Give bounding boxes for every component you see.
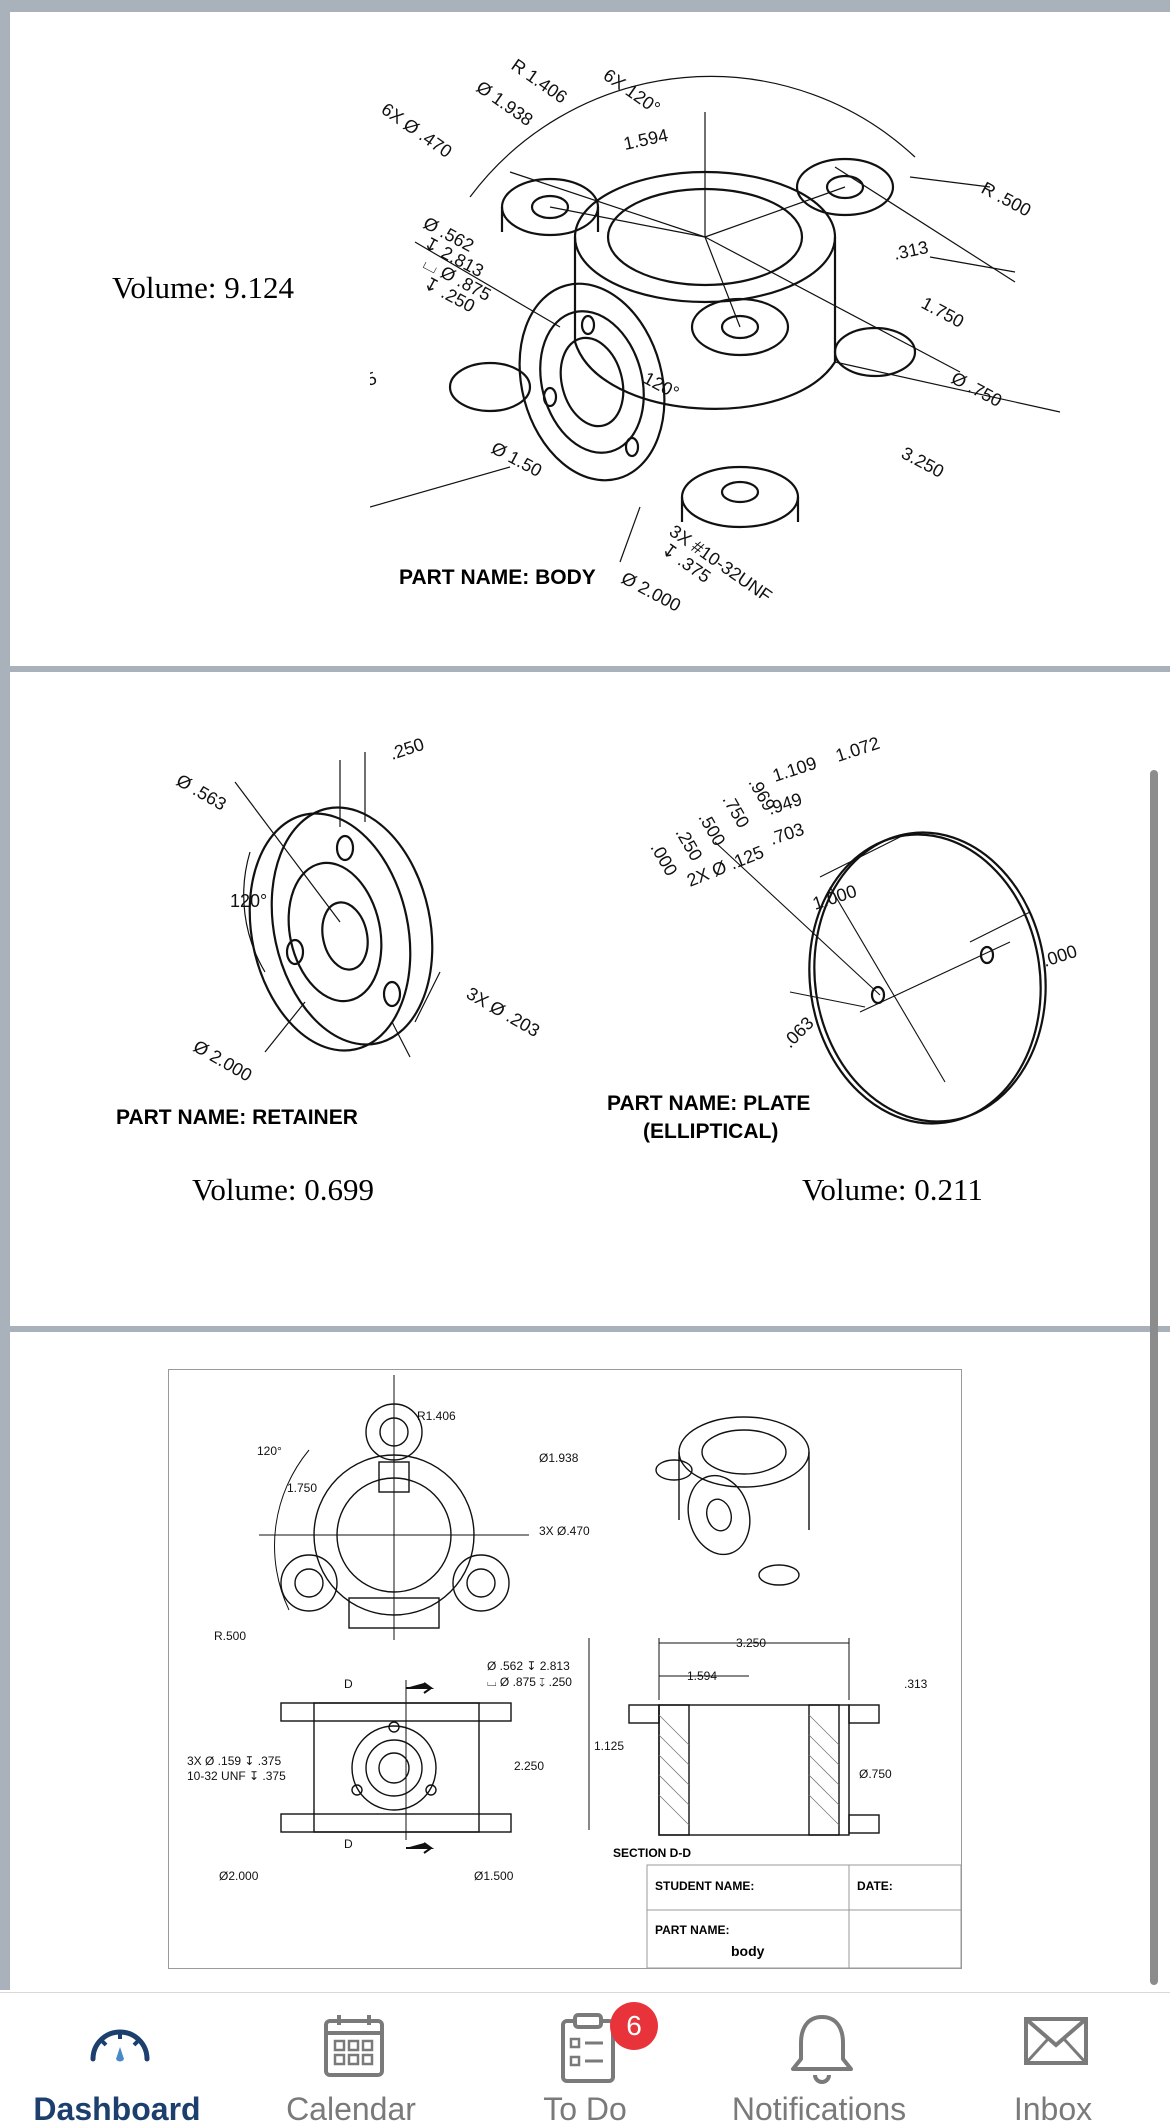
- svg-text:10-32 UNF ↧ .375: 10-32 UNF ↧ .375: [187, 1769, 286, 1783]
- dashboard-gauge-icon: [90, 2029, 150, 2062]
- todo-count-badge: 6: [610, 2002, 658, 2050]
- svg-text:2.250: 2.250: [514, 1759, 544, 1773]
- calendar-icon: [324, 2015, 384, 2077]
- panel-divider-1: [0, 666, 1170, 672]
- retainer-plate-panel[interactable]: Ø .563 .250 120° 3X Ø .203 Ø 2.000 Ø 1.5…: [10, 672, 1170, 1326]
- tab-calendar[interactable]: Calendar: [234, 1993, 468, 2127]
- clipboard-icon: [561, 2013, 615, 2083]
- svg-text:120°: 120°: [640, 368, 682, 403]
- plate-part-name-line2: (ELLIPTICAL): [643, 1120, 779, 1143]
- svg-text:3X Ø.470: 3X Ø.470: [539, 1524, 590, 1538]
- svg-text:Ø 2.000: Ø 2.000: [190, 1036, 255, 1085]
- tab-label: Dashboard: [33, 2091, 201, 2127]
- retainer-part-name: PART NAME: RETAINER: [116, 1106, 358, 1129]
- svg-text:1.125: 1.125: [370, 368, 379, 401]
- svg-text:D: D: [344, 1677, 353, 1691]
- svg-text:.250: .250: [387, 734, 427, 764]
- svg-text:.000: .000: [1040, 941, 1080, 971]
- svg-text:1.594: 1.594: [622, 125, 670, 154]
- svg-text:R1.406: R1.406: [417, 1409, 456, 1423]
- tab-inbox[interactable]: Inbox: [936, 1993, 1170, 2127]
- student-name-label: STUDENT NAME:: [655, 1879, 755, 1893]
- tab-label: Inbox: [1013, 2091, 1093, 2127]
- svg-text:120°: 120°: [257, 1444, 282, 1458]
- bottom-tab-bar: Dashboard Calendar To Do: [0, 1992, 1170, 2127]
- svg-text:1.594: 1.594: [687, 1669, 717, 1683]
- svg-text:.313: .313: [904, 1677, 928, 1691]
- retainer-volume-label: Volume: 0.699: [192, 1172, 374, 1207]
- part-name-label: PART NAME:: [655, 1923, 730, 1937]
- svg-text:1.125: 1.125: [594, 1739, 624, 1753]
- svg-text:1.072: 1.072: [833, 733, 882, 766]
- svg-text:1.750: 1.750: [918, 293, 967, 332]
- panel-divider-2: [0, 1326, 1170, 1332]
- svg-text:Ø .562 ↧ 2.813: Ø .562 ↧ 2.813: [487, 1659, 570, 1673]
- svg-text:D: D: [344, 1837, 353, 1851]
- svg-text:3.250: 3.250: [736, 1636, 766, 1650]
- body-part-name: PART NAME: BODY: [399, 566, 596, 589]
- tab-todo[interactable]: To Do: [468, 1993, 702, 2127]
- svg-text:.000: .000: [647, 839, 682, 879]
- body-volume-label: Volume: 9.124: [112, 270, 294, 305]
- svg-text:3X Ø .203: 3X Ø .203: [463, 983, 543, 1041]
- svg-text:6X 120°: 6X 120°: [600, 65, 664, 118]
- body-drawing-panel[interactable]: Volume: 9.124 PART NAME: BODY: [10, 12, 1170, 666]
- svg-text:.703: .703: [767, 819, 807, 849]
- svg-text:3X Ø .159 ↧ .375: 3X Ø .159 ↧ .375: [187, 1754, 281, 1768]
- svg-text:Ø2.000: Ø2.000: [219, 1869, 259, 1883]
- svg-text:.313: .313: [892, 237, 930, 264]
- svg-text:3.250: 3.250: [898, 443, 947, 482]
- part-name-value: body: [731, 1943, 765, 1959]
- svg-text:Ø 1.50: Ø 1.50: [488, 438, 545, 481]
- engineering-drawing-sheet: R1.406 120° Ø1.938 1.750 3X Ø.470 R.500 …: [168, 1369, 962, 1969]
- svg-text:Ø .563: Ø .563: [173, 770, 230, 814]
- plate-isometric-drawing: .000 .250 .500 .750 .969 1.109 1.072 .94…: [647, 733, 1080, 1125]
- svg-text:6X Ø .470: 6X Ø .470: [378, 99, 456, 162]
- svg-text:⌴ Ø .875 ↧ .250: ⌴ Ø .875 ↧ .250: [487, 1675, 572, 1689]
- svg-text:R .500: R .500: [978, 178, 1034, 221]
- tab-label: Calendar: [286, 2091, 416, 2127]
- date-label: DATE:: [857, 1879, 893, 1893]
- svg-text:.063: .063: [779, 1013, 818, 1052]
- svg-text:Ø1.938: Ø1.938: [539, 1451, 579, 1465]
- plate-volume-label: Volume: 0.211: [802, 1172, 983, 1207]
- svg-text:Ø 1.938: Ø 1.938: [473, 77, 537, 130]
- svg-text:120°: 120°: [230, 891, 267, 911]
- tab-label: Notifications: [731, 2091, 907, 2127]
- svg-text:Ø .750: Ø .750: [948, 368, 1005, 411]
- tab-dashboard[interactable]: Dashboard: [0, 1993, 234, 2127]
- left-frame-border: [0, 0, 10, 1990]
- retainer-isometric-drawing: Ø .563 .250 120° 3X Ø .203 Ø 2.000 Ø 1.5…: [173, 734, 543, 1086]
- sheet-views-drawing: R1.406 120° Ø1.938 1.750 3X Ø.470 R.500 …: [187, 1375, 961, 1968]
- svg-text:Ø.750: Ø.750: [859, 1767, 892, 1781]
- svg-text:1.750: 1.750: [287, 1481, 317, 1495]
- tab-notifications[interactable]: Notifications: [702, 1993, 936, 2127]
- envelope-icon: [1024, 2017, 1088, 2065]
- svg-text:.750: .750: [719, 791, 754, 831]
- tab-label: To Do: [543, 2091, 627, 2127]
- top-frame-rule: [0, 0, 1170, 12]
- vertical-scrollbar[interactable]: [1150, 770, 1158, 1985]
- bell-icon: [791, 2015, 853, 2084]
- svg-text:1.000: 1.000: [810, 881, 859, 914]
- svg-text:1.109: 1.109: [770, 753, 819, 786]
- svg-text:R.500: R.500: [214, 1629, 246, 1643]
- body-isometric-drawing: 6X Ø .470 Ø 1.938 R 1.406 6X 120° 1.594 …: [370, 55, 1061, 616]
- svg-text:Ø 2.000: Ø 2.000: [618, 568, 684, 616]
- plate-part-name-line1: PART NAME: PLATE: [607, 1092, 811, 1115]
- section-label: SECTION D-D: [613, 1846, 691, 1860]
- svg-text:Ø1.500: Ø1.500: [474, 1869, 514, 1883]
